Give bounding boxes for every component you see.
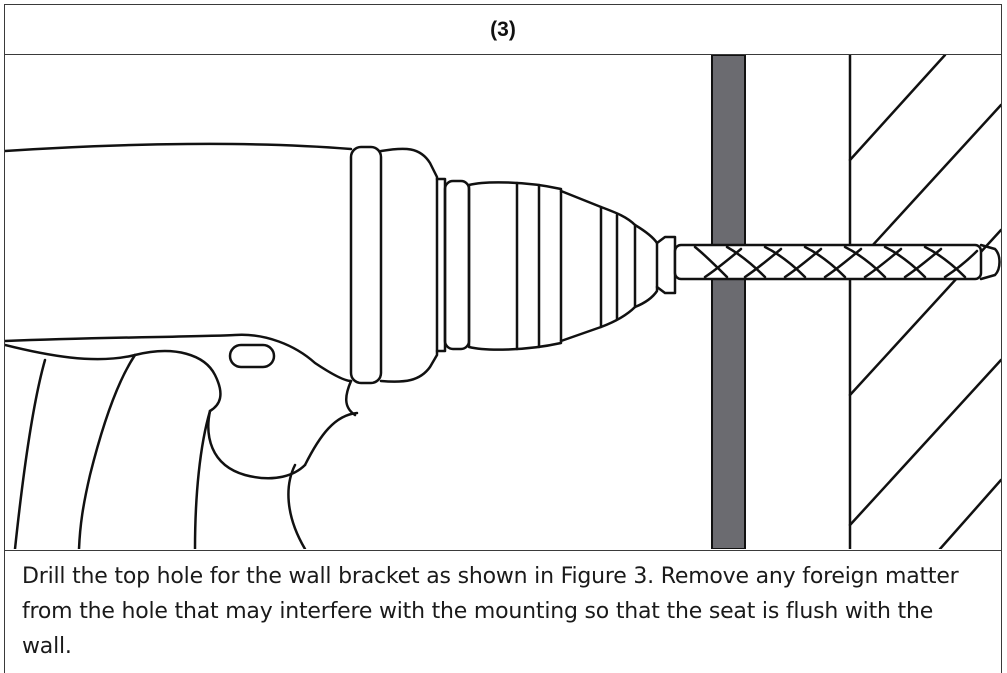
wall-panel-icon: [711, 55, 746, 549]
wall-hatch-icon: [848, 55, 1001, 549]
figure-label: (3): [490, 17, 516, 41]
drill-icon: [5, 55, 1001, 549]
figure-label-bar: (3): [5, 5, 1001, 55]
figure-frame: (3): [4, 4, 1002, 673]
drill-bit-icon: [655, 235, 1001, 295]
drill-body-icon: [5, 142, 659, 549]
figure-caption: Drill the top hole for the wall bracket …: [22, 564, 959, 659]
drill-into-wall-illustration: [5, 55, 1001, 551]
